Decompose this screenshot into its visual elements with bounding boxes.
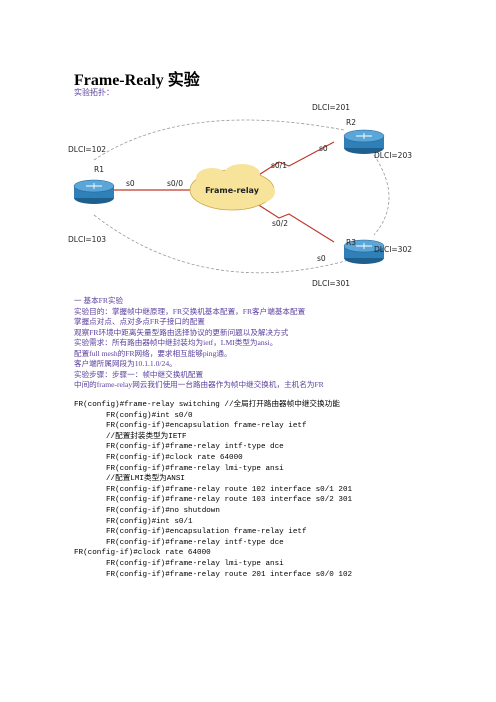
body-line: 观察FR环境中距离矢量型路由选择协议的更新问题以及解决方式 (74, 327, 289, 337)
code-line: FR(config-if)#frame-relay intf-type dce (106, 538, 284, 547)
code-line: FR(config)#int s0/0 (106, 411, 193, 420)
doc-title: Frame-Realy 实验 (74, 72, 200, 89)
dlci-r3-bottom: DLCI=301 (312, 279, 350, 288)
body-line: 实验目的：掌握帧中继原理，FR交换机基本配置，FR客户端基本配置 (74, 306, 306, 316)
router-r3-icon (343, 239, 385, 264)
code-line: FR(config-if)#clock rate 64000 (74, 549, 211, 558)
code-line: FR(config)#int s0/1 (106, 517, 193, 526)
port-r2-s0: s0 (319, 144, 328, 153)
body-line: 配置full mesh的FR网络，要求相互能够ping通。 (74, 348, 232, 358)
frame-relay-cloud: Frame-relay (189, 164, 275, 211)
dlci-r2-top: DLCI=201 (312, 103, 350, 112)
body-text: 一 基本FR实验 实验目的：掌握帧中继原理，FR交换机基本配置，FR客户端基本配… (74, 296, 474, 391)
link-fr-r2 (253, 141, 335, 179)
dlci-r3-right: DLCI=302 (374, 245, 412, 254)
router-r2-label: R2 (346, 118, 356, 127)
body-line: 实验步骤：步骤一：帧中继交换机配置 (74, 369, 204, 379)
router-r1-label: R1 (94, 165, 104, 174)
code-line: FR(config-if)#frame-relay lmi-type ansi (106, 559, 284, 568)
port-sw-s02: s0/2 (272, 219, 288, 228)
link-fr-r3 (253, 201, 335, 243)
code-line: FR(config)#frame-relay switching //全局打开路… (74, 401, 340, 409)
code-line: //配置封装类型为IETF (106, 432, 187, 441)
dlci-r1-bottom: DLCI=103 (68, 235, 106, 244)
code-line: FR(config-if)#frame-relay route 103 inte… (106, 496, 353, 505)
port-r1-s0: s0 (126, 179, 135, 188)
doc-subtitle: 实验拓扑： (74, 88, 114, 97)
router-r1-icon (73, 179, 115, 204)
code-line: FR(config-if)#no shutdown (106, 506, 220, 515)
body-line: 掌握点对点、点对多点FR子接口的配置 (74, 317, 205, 326)
pvc-r2-r3 (373, 154, 390, 236)
port-sw-s00: s0/0 (167, 179, 183, 188)
body-line: 一 基本FR实验 (74, 296, 124, 305)
body-line: 实验需求：所有路由器帧中继封装均为ietf，LMI类型为ansi。 (74, 338, 278, 347)
code-line: FR(config-if)#encapsulation frame-relay … (106, 528, 307, 537)
cloud-label: Frame-relay (205, 186, 260, 195)
pvc-r1-r3 (93, 214, 350, 274)
pvc-r1-r2 (93, 119, 345, 161)
body-line: 客户端所属网段为10.1.1.0/24。 (74, 359, 177, 368)
router-r3-label: R3 (346, 238, 356, 247)
code-line: FR(config-if)#frame-relay intf-type dce (106, 443, 284, 452)
topology-diagram: Frame-relay R1 R2 R3 DLCI=102 DLCI=103 (68, 103, 412, 288)
port-sw-s01: s0/1 (271, 161, 287, 170)
config-code-block: FR(config)#frame-relay switching //全局打开路… (74, 400, 484, 580)
code-line: FR(config-if)#encapsulation frame-relay … (106, 422, 307, 431)
code-line: FR(config-if)#frame-relay route 201 inte… (106, 570, 353, 579)
router-r2-icon (343, 129, 385, 154)
port-r3-s0: s0 (317, 254, 326, 263)
code-line: FR(config-if)#frame-relay lmi-type ansi (106, 464, 284, 473)
dlci-r1-top: DLCI=102 (68, 145, 106, 154)
code-line: //配置LMI类型为ANSI (106, 475, 185, 484)
dlci-r2-right: DLCI=203 (374, 151, 412, 160)
code-line: FR(config-if)#frame-relay route 102 inte… (106, 485, 353, 494)
code-line: FR(config-if)#clock rate 64000 (106, 453, 243, 462)
body-line: 中间的frame-relay网云我们使用一台路由器作为帧中继交换机，主机名为FR (74, 380, 324, 389)
